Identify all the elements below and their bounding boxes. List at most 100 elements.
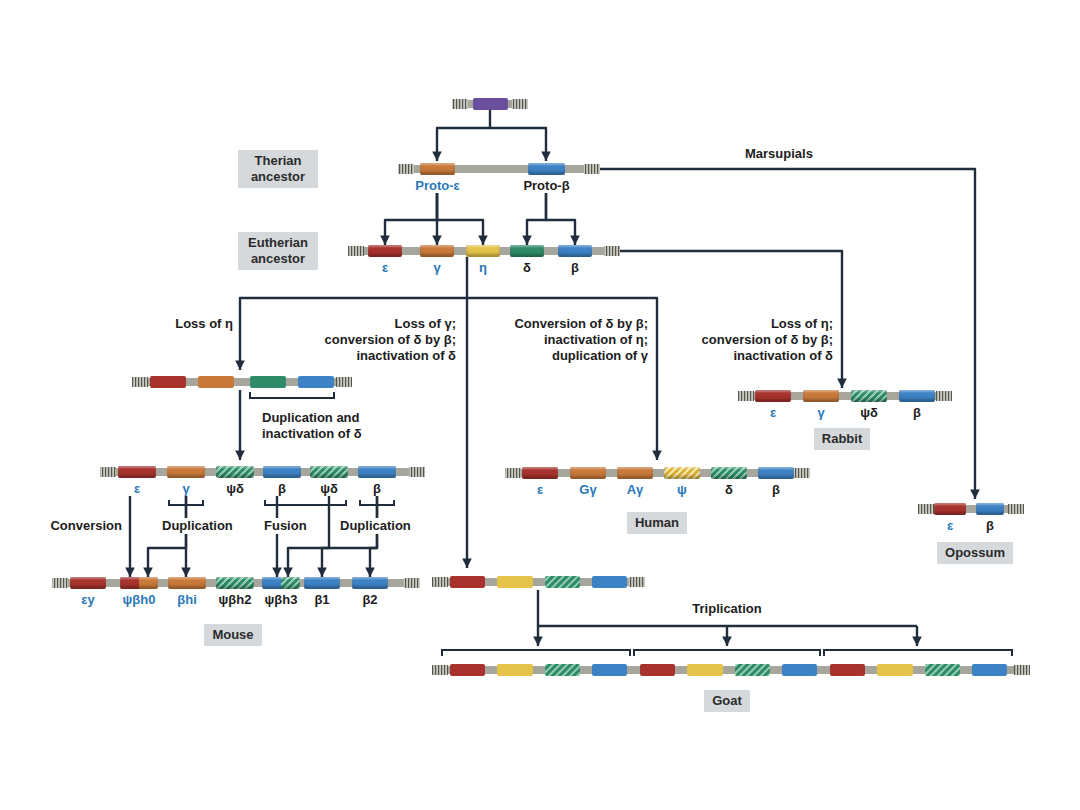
gene-segment xyxy=(420,245,454,257)
gene-segment xyxy=(450,664,485,676)
rod-end xyxy=(738,391,754,401)
gene-segment xyxy=(570,467,606,479)
gene-segment xyxy=(420,163,455,175)
gene-name: ψδ xyxy=(226,481,244,496)
rod-end xyxy=(794,468,810,478)
gene-segment xyxy=(497,576,533,588)
gene-segment xyxy=(664,467,700,479)
gene-node: γ xyxy=(167,466,205,496)
rod-end xyxy=(100,467,116,477)
lineage-arrow xyxy=(537,626,539,646)
gene-segment xyxy=(250,376,286,388)
rod-end xyxy=(505,468,521,478)
gene-segment xyxy=(545,576,580,588)
gene-node: β xyxy=(758,467,794,497)
gene-name: β xyxy=(373,481,381,496)
event-label: Fusion xyxy=(262,518,309,534)
gene-segment xyxy=(522,467,558,479)
gene-node: Proto-ε xyxy=(415,163,460,193)
gene-name: β xyxy=(571,260,579,275)
rod-end xyxy=(52,578,68,588)
chromosome-bars xyxy=(52,98,1030,676)
gene-segment xyxy=(216,466,254,478)
gene-segment xyxy=(358,466,396,478)
annotation-label: Triplication xyxy=(692,601,761,617)
gene-segment xyxy=(510,245,544,257)
gene-segment xyxy=(497,664,533,676)
gene-name: γ xyxy=(182,481,189,496)
gene-name: β2 xyxy=(362,592,377,607)
gene-node: β2 xyxy=(352,577,388,607)
lineage-arrow xyxy=(437,110,490,161)
rod-end xyxy=(452,99,468,109)
gene-name: η xyxy=(479,260,487,275)
gene-segment xyxy=(528,163,565,175)
lineage-arrow xyxy=(240,257,467,370)
lineage-arrow xyxy=(538,590,917,626)
annotation-label: Loss of η; conversion of δ by β; inactiv… xyxy=(700,316,833,364)
gene-node: ε xyxy=(118,466,156,496)
gene-node: δ xyxy=(510,245,544,275)
rod-end xyxy=(1014,665,1030,675)
gene-segment xyxy=(352,577,388,589)
gene-node: η xyxy=(466,245,500,275)
species-label: Human xyxy=(627,512,687,534)
gene-segment xyxy=(150,376,186,388)
gene-node: δ xyxy=(711,467,747,497)
rod-end xyxy=(398,164,414,174)
species-label: Therian ancestor xyxy=(238,150,318,188)
species-name: Opossum xyxy=(945,545,1005,561)
gene-segment xyxy=(755,390,791,402)
gene-node: εy xyxy=(70,577,106,607)
lineage-arrow xyxy=(620,251,842,388)
gene-node: β1 xyxy=(304,577,340,607)
gene-name: ψδ xyxy=(860,405,878,420)
lineage-arrow xyxy=(916,626,918,646)
gene-segment xyxy=(198,376,234,388)
event-label: Duplication xyxy=(338,518,413,534)
gene-segment xyxy=(120,577,158,589)
gene-segment xyxy=(687,664,723,676)
gene-node: γ xyxy=(803,390,839,420)
gene-name: ψβh2 xyxy=(219,592,252,607)
species-label: Mouse xyxy=(204,624,261,646)
gene-name: Aγ xyxy=(627,482,644,497)
gene-segment xyxy=(925,664,960,676)
gene-segment xyxy=(617,467,653,479)
gene-segment xyxy=(304,577,340,589)
gene-node: ψδ xyxy=(851,390,887,420)
derivation-arrow xyxy=(546,193,575,245)
bracket xyxy=(824,650,1012,656)
species-label: Rabbit xyxy=(814,428,870,450)
lineage-arrow xyxy=(467,298,657,460)
gene-name: β xyxy=(278,481,286,496)
gene-node: β xyxy=(899,390,935,420)
gene-segment xyxy=(310,466,348,478)
bracket xyxy=(442,650,630,656)
gene-node: ε xyxy=(522,467,558,497)
gene-node: ψβh3 xyxy=(262,577,300,607)
gene-node: ψδ xyxy=(216,466,254,496)
gene-name: ε xyxy=(947,518,953,533)
gene-name: ψ xyxy=(677,482,687,497)
gene-segment xyxy=(830,664,865,676)
lineage-arrow xyxy=(239,390,241,460)
annotation-label: Duplication and inactivation of δ xyxy=(262,410,372,442)
derivation-arrow xyxy=(148,496,186,577)
gene-name: β xyxy=(986,518,994,533)
gene-segment xyxy=(735,664,770,676)
gene-name: β xyxy=(913,405,921,420)
gene-segment xyxy=(899,390,935,402)
gene-segment xyxy=(473,98,508,110)
gene-node: β xyxy=(358,466,396,496)
gene-name: ε xyxy=(770,405,776,420)
event-label: Duplication xyxy=(160,518,235,534)
gene-name: βhi xyxy=(177,592,197,607)
gene-segment xyxy=(262,577,300,589)
rod-end xyxy=(348,246,364,256)
gene-name: δ xyxy=(523,260,531,275)
gene-node: ε xyxy=(755,390,791,420)
gene-name: ε xyxy=(382,260,388,275)
